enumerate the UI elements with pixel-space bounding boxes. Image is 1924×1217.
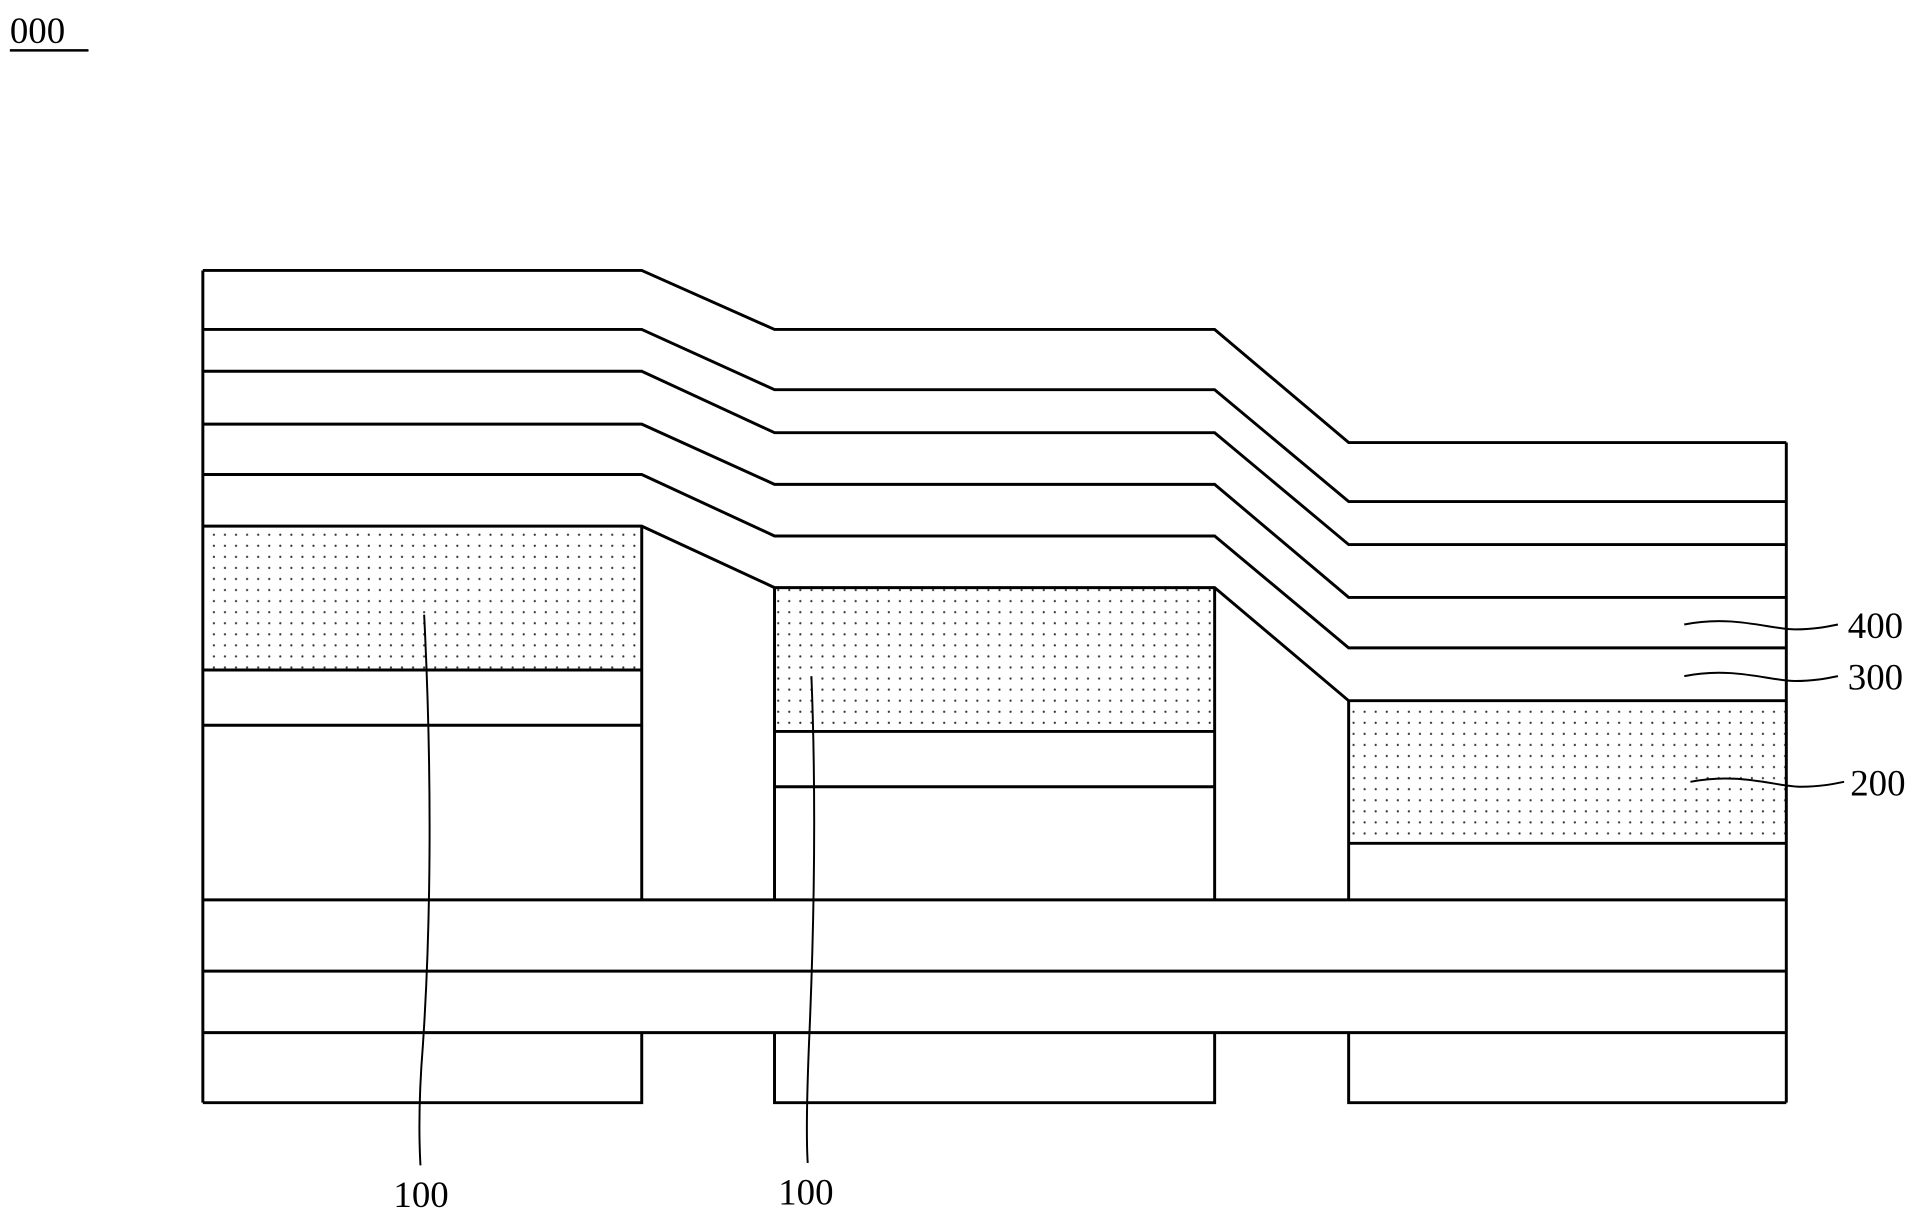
stacked-layers	[201, 268, 1788, 1103]
block-right	[1347, 700, 1787, 900]
dotted-region-right	[1348, 700, 1787, 844]
label-300: 300	[1848, 657, 1903, 698]
figure-number: 000	[10, 10, 65, 51]
label-100-left: 100	[393, 1174, 448, 1215]
dotted-region-middle	[774, 587, 1215, 732]
label-200: 200	[1850, 762, 1905, 803]
dotted-region-left	[202, 526, 642, 670]
block-middle	[773, 587, 1217, 900]
label-400: 400	[1848, 605, 1903, 646]
leader-lines	[418, 614, 1845, 1166]
label-100-middle: 100	[778, 1172, 833, 1213]
figure-title: 000	[9, 10, 89, 52]
base-layers	[202, 898, 1787, 1105]
block-left	[202, 526, 644, 900]
